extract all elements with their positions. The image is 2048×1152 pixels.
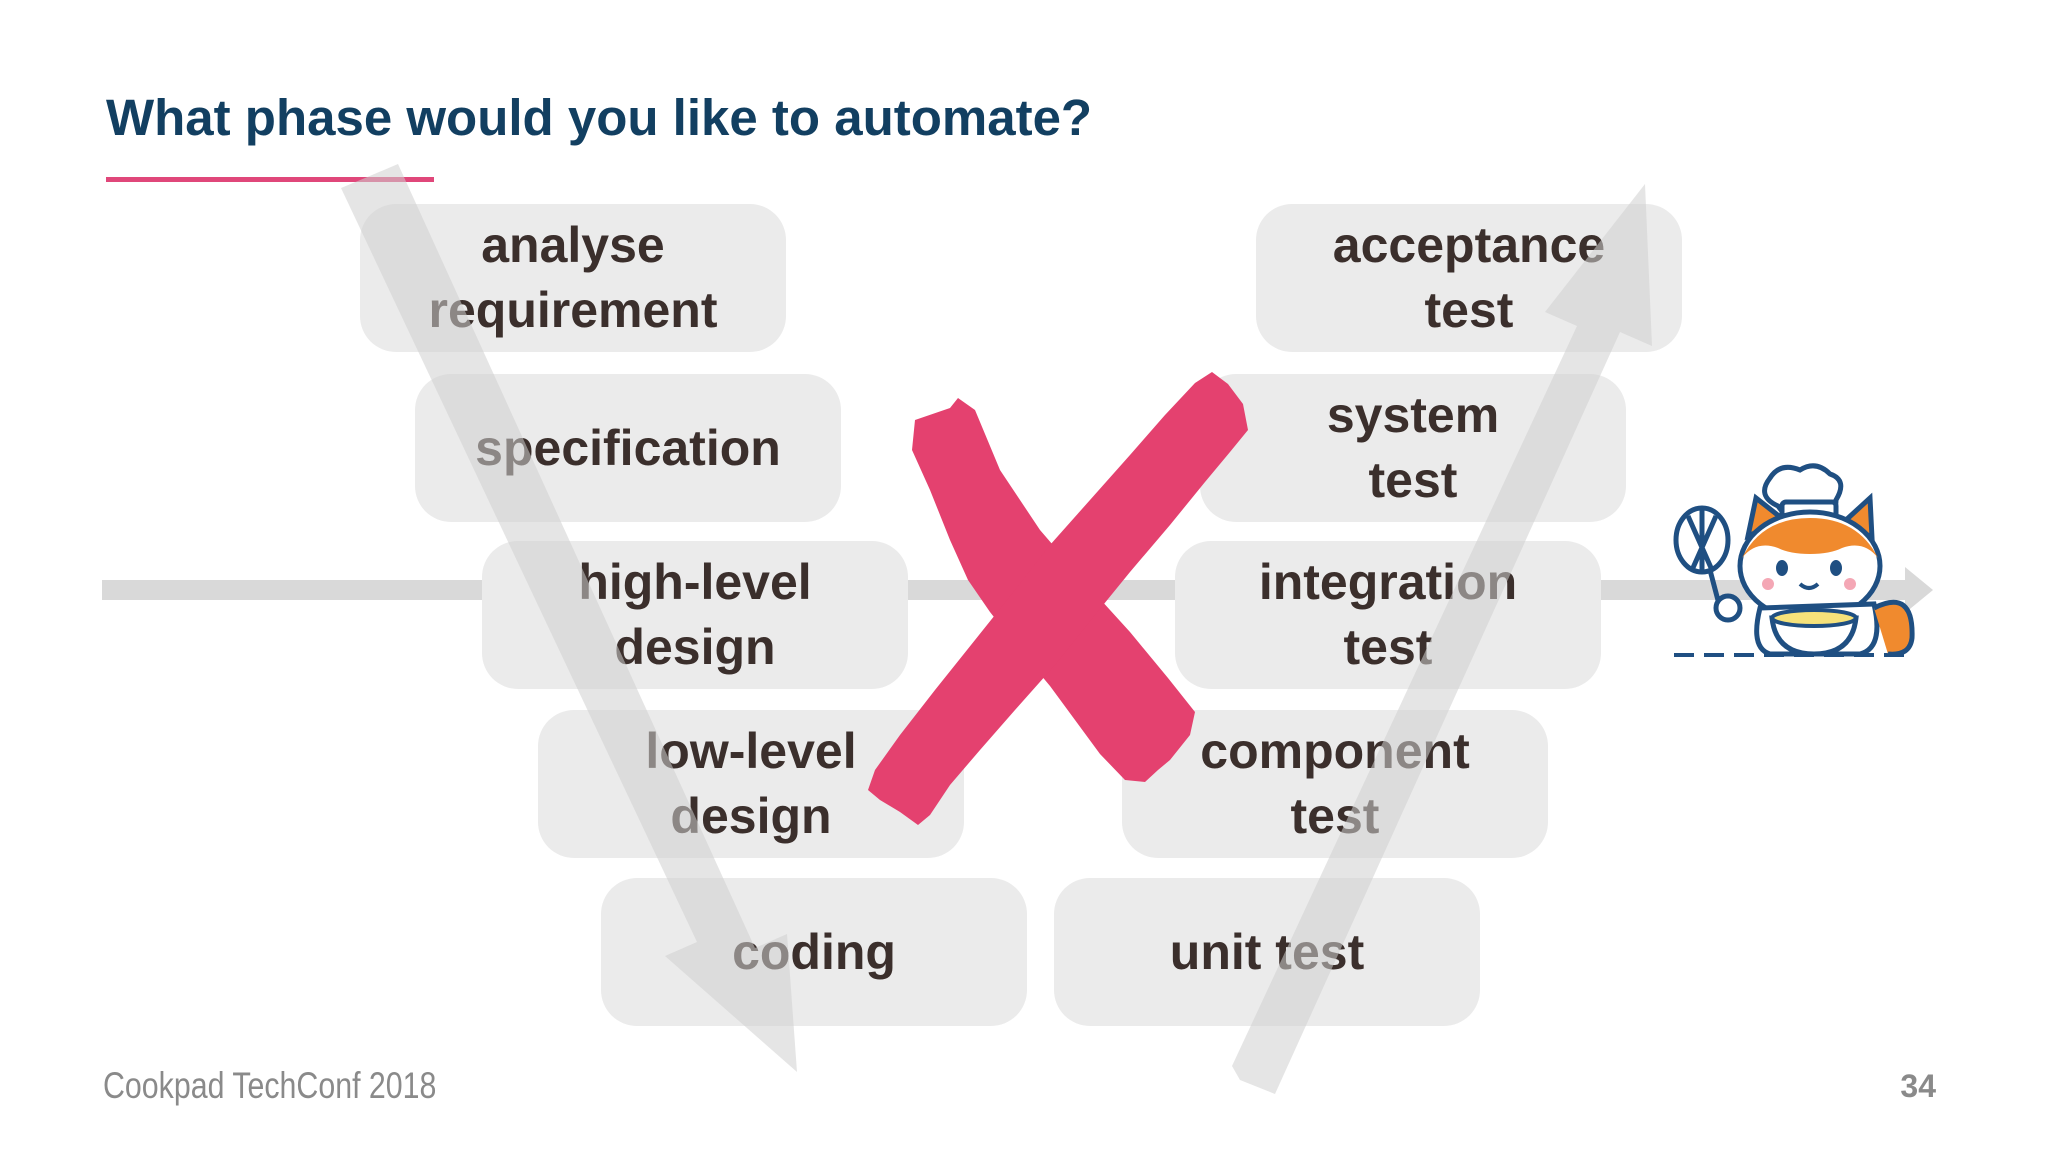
up-arrow-icon	[1232, 184, 1652, 1094]
phase-label: high-level design	[578, 554, 812, 675]
title-underline	[106, 177, 434, 182]
phase-label: analyse requirement	[428, 217, 718, 338]
x-mark-icon	[868, 372, 1248, 825]
chef-cat-mascot-icon	[1673, 463, 1915, 657]
down-arrow-icon	[341, 164, 797, 1072]
footer-text: Cookpad TechConf 2018	[103, 1065, 437, 1106]
phase-label: system test	[1326, 387, 1500, 508]
phase-label: acceptance test	[1332, 217, 1606, 338]
slide-title: What phase would you like to automate?	[106, 89, 1093, 146]
page-number: 34	[1900, 1068, 1936, 1104]
timeline-arrowhead-icon	[1905, 567, 1933, 613]
